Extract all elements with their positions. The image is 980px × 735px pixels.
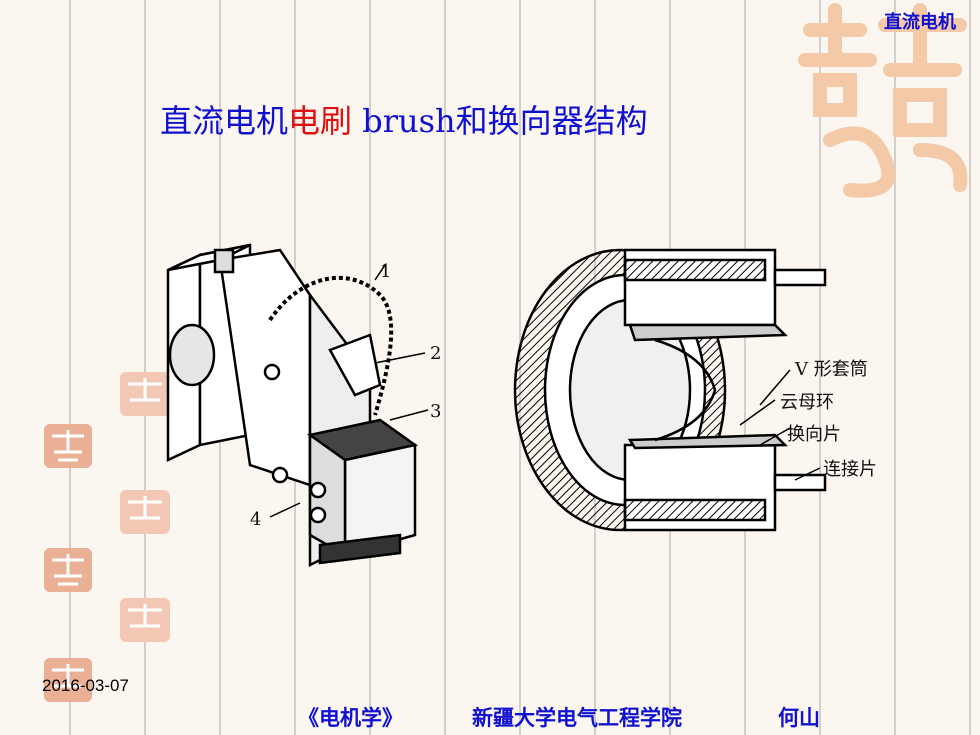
title-part-4: 和换向器结构 — [455, 102, 648, 140]
corner-title: 直流电机 — [884, 12, 956, 33]
brush-label-3: 3 — [430, 401, 441, 422]
commutator-label-mica-ring: 云母环 — [780, 392, 834, 413]
title-part-2: 电刷 — [288, 102, 353, 140]
slide-date: 2016-03-07 — [42, 676, 129, 695]
seal-icon — [44, 424, 92, 468]
commutator-label-connector: 连接片 — [823, 459, 877, 480]
footer-book: 《电机学》 — [298, 705, 403, 730]
commutator-label-segment: 换向片 — [787, 424, 841, 445]
brush-label-2: 2 — [430, 343, 441, 364]
brush-label-1: 1 — [380, 261, 391, 282]
title-part-3: brush — [352, 102, 456, 140]
footer-author: 何山 — [778, 705, 820, 730]
jixiang-logo — [798, 3, 968, 198]
commutator-label-v-sleeve: V 形套筒 — [794, 359, 868, 380]
seal-icon — [120, 372, 170, 416]
seal-icon — [120, 490, 170, 534]
slide-title: 直流电机电刷 brush和换向器结构 — [160, 96, 648, 142]
seal-icon — [44, 548, 92, 592]
commutator-diagram: V 形套筒 云母环 换向片 连接片 — [513, 248, 877, 532]
footer-institution: 新疆大学电气工程学院 — [472, 705, 682, 730]
brush-holder-diagram: 1 2 3 4 — [166, 243, 441, 568]
title-part-1: 直流电机 — [160, 102, 289, 140]
brush-label-4: 4 — [250, 509, 261, 530]
seal-icon — [120, 598, 170, 642]
seal-icon — [44, 658, 92, 702]
